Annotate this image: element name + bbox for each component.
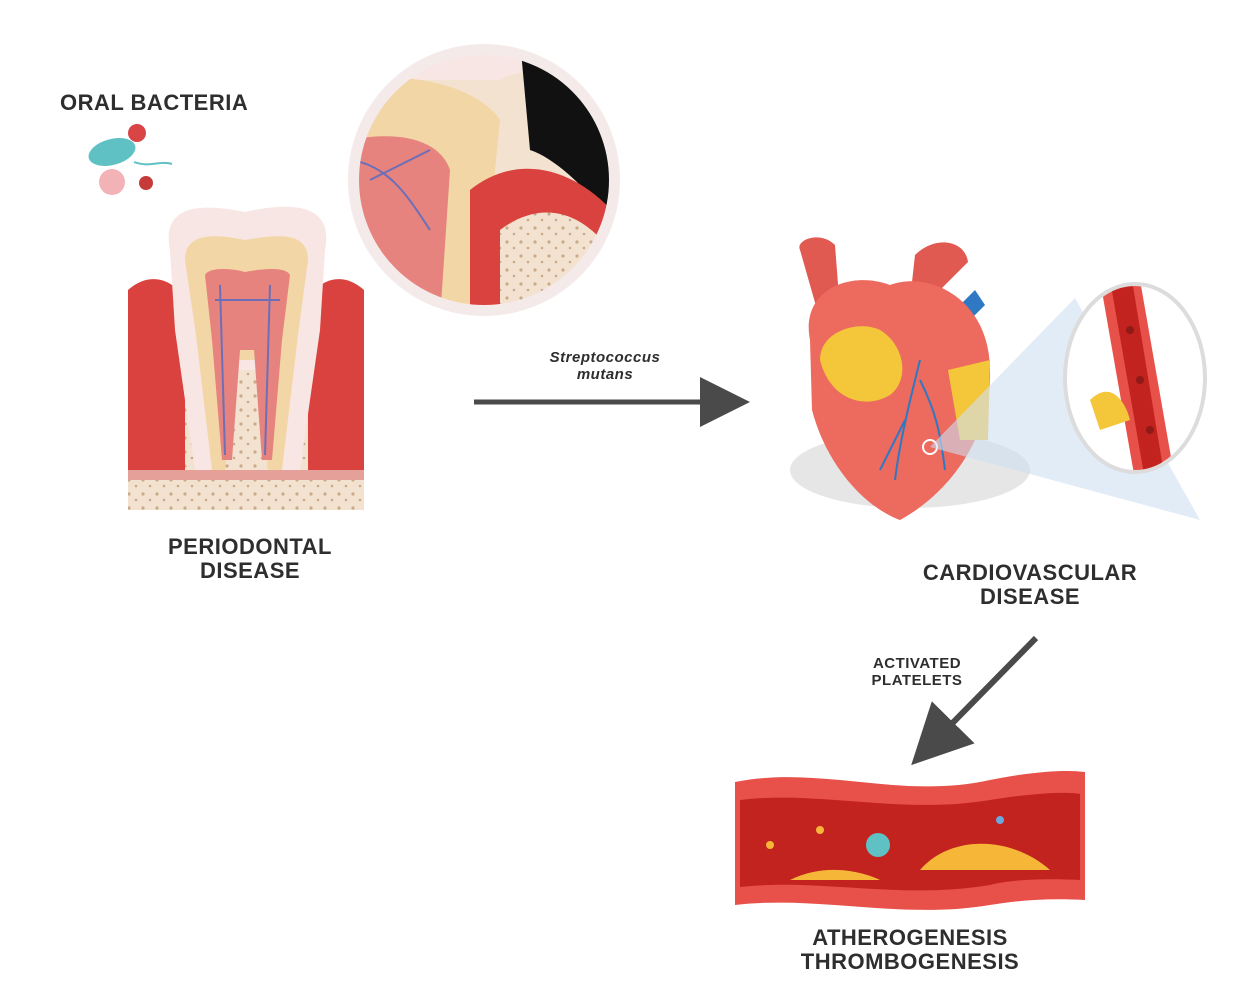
oral-bacteria-label: ORAL BACTERIA — [60, 90, 249, 115]
platelets-line1: ACTIVATED — [872, 655, 962, 672]
cardio-line1: CARDIOVASCULAR — [922, 560, 1138, 585]
activated-platelets-label: ACTIVATED PLATELETS — [852, 655, 982, 689]
arrow-heart-to-vessel — [911, 635, 1039, 766]
outcome-label: ATHEROGENESIS THROMBOGENESIS — [780, 925, 1040, 975]
heart-icon — [790, 237, 1030, 520]
pathogen-label: Streptococcus mutans — [520, 349, 690, 383]
periodontal-disease-label: PERIODONTAL DISEASE — [150, 534, 350, 584]
platelets-line2: PLATELETS — [871, 671, 963, 689]
outcome-line2: THROMBOGENESIS — [800, 949, 1020, 975]
artery-plaque-icon — [735, 770, 1085, 910]
periodontal-line2: DISEASE — [199, 558, 301, 584]
tooth-zoom-lens-icon — [348, 44, 620, 316]
periodontal-line1: PERIODONTAL — [168, 534, 332, 559]
outcome-line1: ATHEROGENESIS — [812, 925, 1008, 950]
cardio-line2: DISEASE — [979, 584, 1081, 610]
bacteria-cluster-icon — [88, 124, 173, 195]
cardiovascular-disease-label: CARDIOVASCULAR DISEASE — [900, 560, 1160, 610]
heart-zoom-lens-icon — [930, 282, 1207, 520]
pathogen-line2: mutans — [576, 365, 634, 383]
pathogen-line1: Streptococcus — [549, 349, 661, 366]
tooth-cross-section-icon — [128, 206, 364, 510]
